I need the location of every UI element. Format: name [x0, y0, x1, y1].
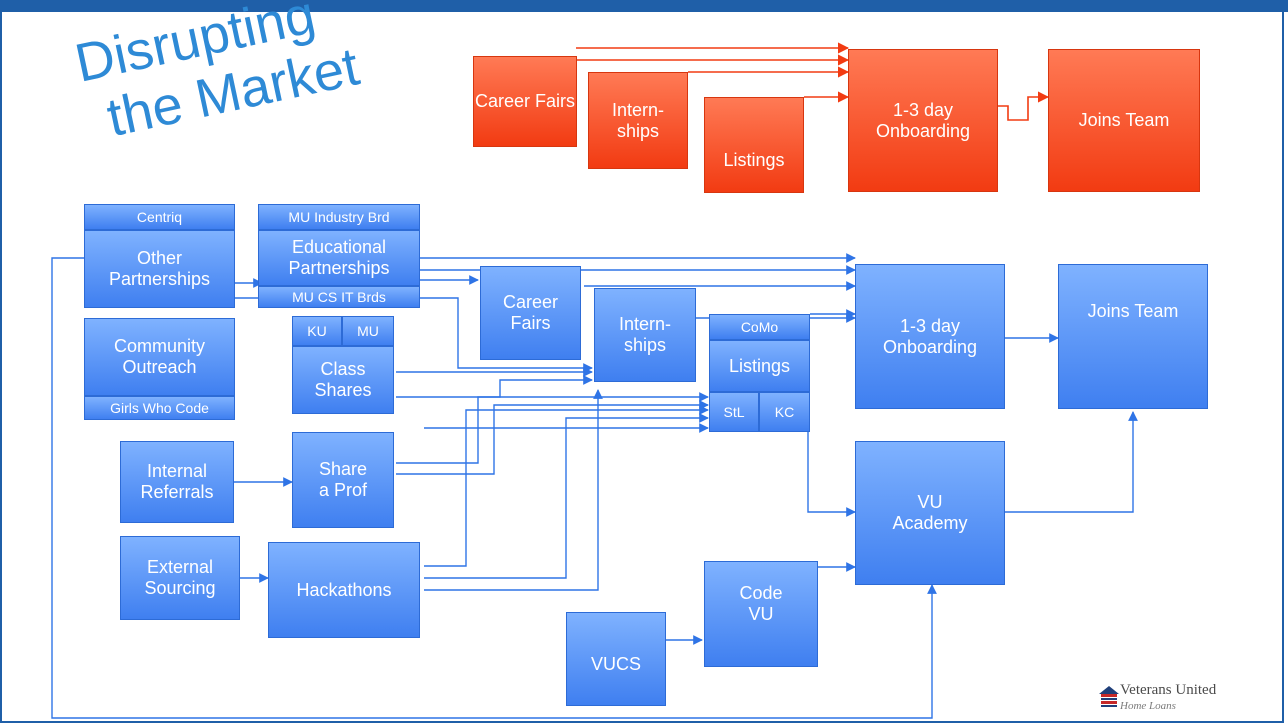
- stl-label: StL: [723, 403, 745, 420]
- ku-label: KU: [307, 322, 327, 339]
- mu-box: MU: [342, 316, 394, 346]
- joins-team-label: Joins Team: [1087, 301, 1179, 322]
- mu-industry-brd-label: MU Industry Brd: [288, 208, 390, 225]
- como-box: CoMo: [709, 314, 810, 340]
- code-vu-box: Code VU: [704, 561, 818, 667]
- career-fairs-box: Career Fairs: [480, 266, 581, 360]
- red-joins-team-box: Joins Team: [1048, 49, 1200, 192]
- kc-label: KC: [774, 403, 795, 420]
- logo-name: Veterans United: [1120, 682, 1217, 698]
- slide-frame: [0, 12, 1284, 723]
- internships-box: Intern-ships: [594, 288, 696, 382]
- onboarding-box: 1-3 day Onboarding: [855, 264, 1005, 409]
- centriq-label: Centriq: [136, 208, 183, 225]
- external-sourcing-box: External Sourcing: [120, 536, 240, 620]
- centriq-box: Centriq: [84, 204, 235, 230]
- other-partnerships-box: Other Partnerships: [84, 230, 235, 308]
- red-career-fairs-box: Career Fairs: [473, 56, 577, 147]
- logo-sub: Home Loans: [1120, 700, 1176, 712]
- listings-label: Listings: [728, 355, 791, 376]
- house-flag-icon: [1099, 686, 1119, 707]
- hackathons-label: Hackathons: [296, 579, 392, 600]
- other-partnerships-label: Other Partnerships: [108, 248, 211, 289]
- vu-academy-box: VU Academy: [855, 441, 1005, 585]
- class-shares-box: Class Shares: [292, 346, 394, 414]
- joins-team-box: Joins Team: [1058, 264, 1208, 409]
- class-shares-label: Class Shares: [314, 359, 372, 400]
- community-outreach-label: Community Outreach: [113, 336, 206, 377]
- internships-label: Intern-ships: [618, 314, 672, 355]
- educational-partnerships-label: Educational Partnerships: [288, 237, 390, 278]
- career-fairs-label: Career Fairs: [502, 292, 559, 333]
- kc-box: KC: [759, 392, 810, 432]
- mu-label: MU: [357, 322, 379, 339]
- code-vu-label: Code VU: [739, 583, 783, 624]
- share-a-prof-label: Share a Prof: [318, 459, 368, 500]
- internal-referrals-label: Internal Referrals: [140, 461, 214, 502]
- red-career-fairs-label: Career Fairs: [474, 91, 576, 112]
- red-internships-label: Intern-ships: [611, 99, 665, 141]
- share-a-prof-box: Share a Prof: [292, 432, 394, 528]
- onboarding-label: 1-3 day Onboarding: [882, 315, 978, 357]
- stl-box: StL: [709, 392, 759, 432]
- vucs-box: VUCS: [566, 612, 666, 706]
- red-listings-label: Listings: [723, 149, 785, 170]
- red-joins-team-label: Joins Team: [1078, 110, 1170, 131]
- top-bar: [0, 0, 1288, 12]
- red-listings-box: Listings: [704, 97, 804, 193]
- girls-who-code-box: Girls Who Code: [84, 396, 235, 420]
- ku-box: KU: [292, 316, 342, 346]
- community-outreach-box: Community Outreach: [84, 318, 235, 396]
- mu-cs-it-brds-box: MU CS IT Brds: [258, 286, 420, 308]
- vu-academy-label: VU Academy: [892, 492, 968, 533]
- mu-industry-brd-box: MU Industry Brd: [258, 204, 420, 230]
- listings-box: Listings: [709, 340, 810, 392]
- educational-partnerships-box: Educational Partnerships: [258, 230, 420, 286]
- como-label: CoMo: [740, 318, 779, 335]
- red-onboarding-box: 1-3 day Onboarding: [848, 49, 998, 192]
- internal-referrals-box: Internal Referrals: [120, 441, 234, 523]
- red-internships-box: Intern-ships: [588, 72, 688, 169]
- girls-who-code-label: Girls Who Code: [110, 399, 209, 416]
- external-sourcing-label: External Sourcing: [144, 557, 216, 598]
- vucs-label: VUCS: [590, 653, 641, 674]
- hackathons-box: Hackathons: [268, 542, 420, 638]
- mu-cs-it-brds-label: MU CS IT Brds: [292, 288, 386, 305]
- red-onboarding-label: 1-3 day Onboarding: [875, 99, 971, 141]
